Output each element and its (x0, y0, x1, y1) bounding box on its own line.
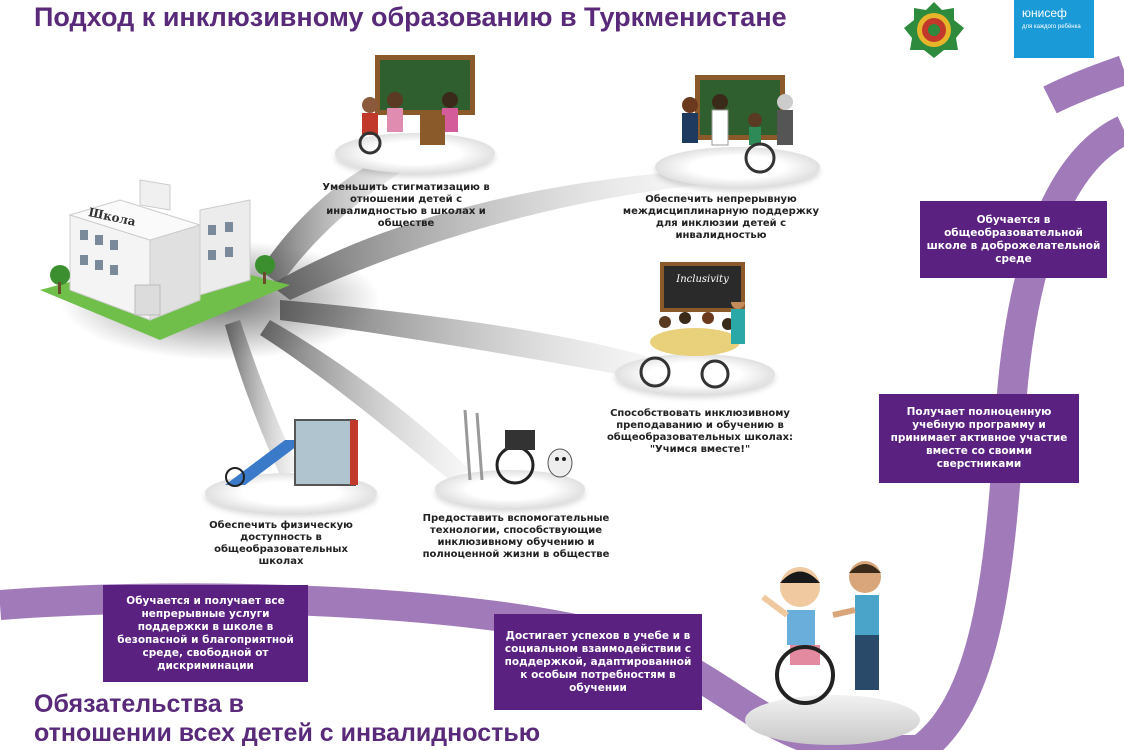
bottom-title: Обязательства в отношении всех детей с и… (34, 690, 540, 748)
bottom-title-line-2: отношении всех детей с инвалидностью (34, 719, 541, 747)
unicef-logo: юнисеф для каждого ребёнка (1014, 0, 1094, 58)
scene-stigma (335, 55, 495, 175)
goal-caption-2: Обеспечить непрерывную междисциплинарную… (622, 194, 820, 241)
beam-3 (280, 300, 660, 380)
unicef-name: юнисеф (1022, 6, 1067, 20)
unicef-tagline: для каждого ребёнка (1022, 24, 1081, 30)
beam-1 (260, 150, 420, 285)
goal-caption-3: Способствовать инклюзивному преподаванию… (606, 408, 794, 455)
bottom-title-line-1: Обязательства в (34, 690, 244, 718)
goal-caption-4: Предоставить вспомогательные технологии,… (422, 513, 610, 560)
goal-caption-1: Уменьшить стигматизацию в отношении дете… (322, 182, 490, 229)
school-building-illustration (40, 170, 290, 345)
outcome-box-2: Получает полноценную учебную программу и… (879, 394, 1079, 483)
page-title: Подход к инклюзивному образованию в Турк… (34, 2, 787, 32)
turkmenistan-emblem-icon (898, 0, 970, 60)
scene-accessibility (205, 415, 377, 515)
children-illustration (745, 555, 925, 750)
blackboard-text: Inclusivity (676, 274, 729, 285)
purple-road (0, 116, 1124, 750)
outcome-box-3: Достигает успехов в учебе и в социальном… (494, 614, 702, 710)
outcome-box-1: Обучается в общеобразовательной школе в … (920, 201, 1107, 278)
outcome-box-4: Обучается и получает все непрерывные усл… (103, 585, 308, 682)
goal-caption-5: Обеспечить физическую доступность в обще… (209, 520, 353, 567)
scene-teaching: Inclusivity (615, 262, 775, 397)
beam-2 (270, 170, 700, 300)
scene-support (655, 75, 820, 190)
blackboard: Inclusivity (660, 262, 745, 312)
beam-4 (260, 320, 470, 480)
beam-5 (225, 320, 300, 475)
scene-assistive-tech (435, 405, 585, 510)
